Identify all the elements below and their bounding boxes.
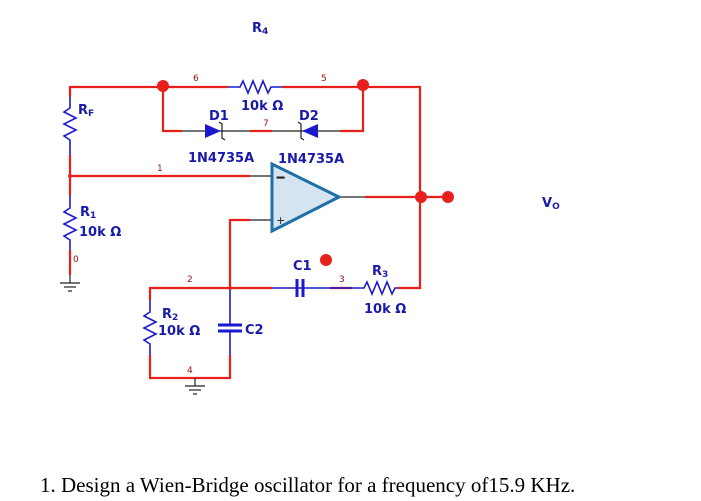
zener-diode-d1 — [205, 121, 226, 141]
r2-label: R2 — [162, 307, 178, 323]
d1-part: 1N4735A — [188, 151, 254, 166]
r2-value: 10k Ω — [158, 324, 200, 339]
node-label: 7 — [263, 119, 269, 129]
ground-icon — [60, 282, 80, 292]
zener-diode-d2 — [297, 121, 318, 141]
node-label: 4 — [187, 366, 193, 376]
question-text: 1. Design a Wien-Bridge oscillator for a… — [40, 473, 576, 497]
junction-dots — [68, 79, 454, 290]
r1-label: R1 — [80, 205, 96, 221]
node-label: 1 — [157, 164, 163, 174]
ground-icon — [185, 385, 205, 395]
resistor-r2 — [142, 300, 158, 355]
resistor-rf — [62, 97, 78, 155]
opamp-minus: − — [276, 171, 285, 184]
d1-label: D1 — [209, 109, 229, 124]
vo-label: VO — [542, 196, 560, 212]
d2-label: D2 — [299, 109, 319, 124]
c2-label: C2 — [245, 323, 264, 338]
c1-label: C1 — [293, 259, 312, 274]
r4-label: R4 — [252, 21, 268, 37]
r3-value: 10k Ω — [364, 302, 406, 317]
r4-value: 10k Ω — [241, 99, 283, 114]
r1-value: 10k Ω — [79, 225, 121, 240]
rf-label: RF — [78, 103, 94, 119]
opamp — [270, 161, 343, 234]
opamp-plus: + — [276, 214, 285, 227]
r3-label: R3 — [372, 264, 388, 280]
node-label: 3 — [339, 275, 345, 285]
node-label: 6 — [193, 74, 199, 84]
resistor-r1 — [62, 195, 78, 250]
d2-part: 1N4735A — [278, 152, 344, 167]
capacitor-c1 — [295, 279, 305, 297]
resistor-r4 — [228, 78, 282, 96]
capacitor-c2 — [218, 323, 242, 333]
node-label: 5 — [321, 74, 327, 84]
node-label: 0 — [73, 255, 79, 265]
node-label: 2 — [187, 275, 193, 285]
resistor-r3 — [352, 279, 398, 297]
